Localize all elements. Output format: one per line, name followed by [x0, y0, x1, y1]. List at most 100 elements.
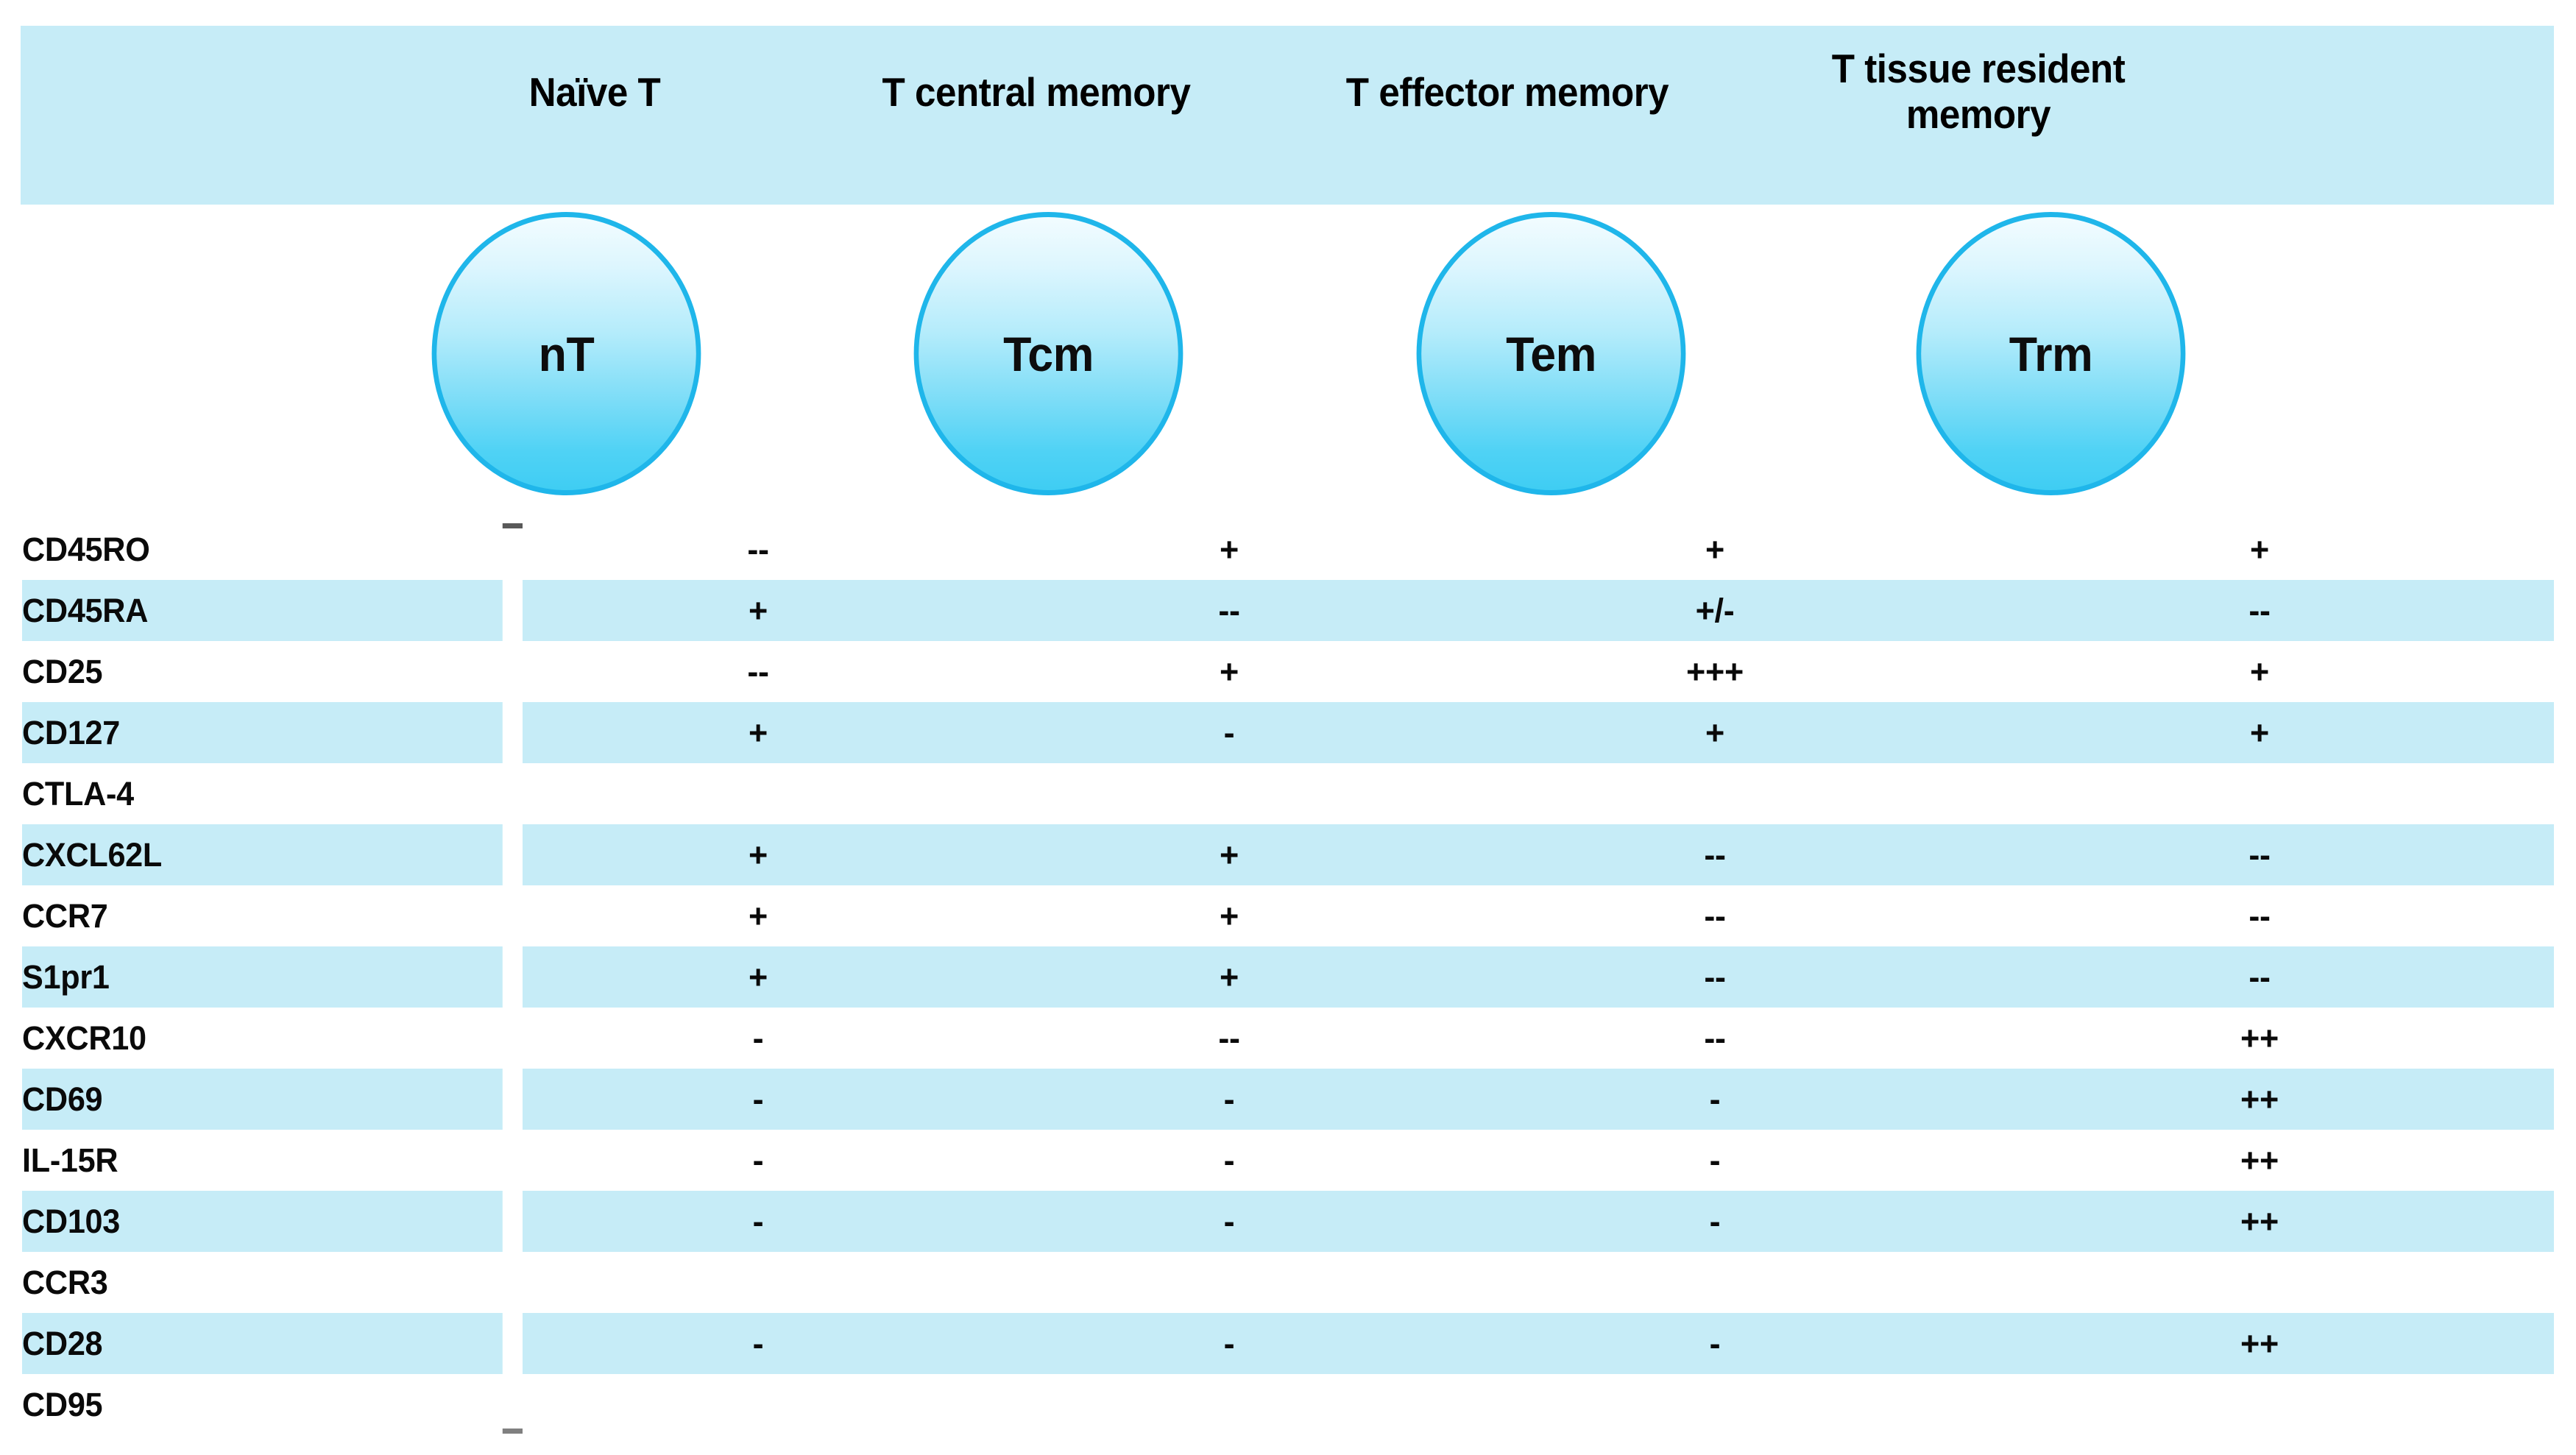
marker-value-cell: - [994, 1313, 1465, 1374]
marker-value-cell: + [523, 824, 994, 885]
marker-name-cell: CCR3 [22, 1252, 503, 1313]
marker-name-cell: IL-15R [22, 1130, 503, 1191]
marker-name-cell: CD127 [22, 702, 503, 763]
marker-value-cell: + [1465, 519, 1965, 580]
marker-value-cell: - [523, 1069, 994, 1130]
marker-value-cell [523, 763, 994, 824]
marker-value-cell: ++ [1965, 1069, 2554, 1130]
marker-value-cell: - [994, 1191, 1465, 1252]
table-row: CD28---++ [22, 1313, 2554, 1374]
marker-name-cell: CD28 [22, 1313, 503, 1374]
marker-value-cell: - [1465, 1313, 1965, 1374]
marker-value-cell [1965, 763, 2554, 824]
column-header-t-tissue-resident-memory: T tissue resident memory [1831, 46, 2126, 137]
marker-name-cell: CD45RA [22, 580, 503, 641]
marker-name-cell: CXCL62L [22, 824, 503, 885]
marker-value-cell [1465, 763, 1965, 824]
table-row: CCR7++---- [22, 885, 2554, 946]
marker-value-cell [1465, 1252, 1965, 1313]
marker-value-cell [1465, 1374, 1965, 1435]
marker-value-cell: + [523, 580, 994, 641]
marker-name-cell: CCR7 [22, 885, 503, 946]
marker-value-cell [994, 1252, 1465, 1313]
table-row: CCR3 [22, 1252, 2554, 1313]
marker-value-cell: - [994, 702, 1465, 763]
marker-value-cell [994, 763, 1465, 824]
marker-value-cell: - [1465, 1069, 1965, 1130]
table-row: S1pr1++---- [22, 946, 2554, 1008]
marker-value-cell: + [523, 946, 994, 1008]
marker-value-cell: - [523, 1313, 994, 1374]
marker-value-cell: -- [523, 641, 994, 702]
marker-name-cell: CD69 [22, 1069, 503, 1130]
marker-expression-table: CD45RO--+++CD45RA+--+/---CD25--+++++CD12… [22, 519, 2554, 1435]
marker-value-cell: +/- [1465, 580, 1965, 641]
marker-value-cell: + [994, 824, 1465, 885]
column-header-naive-t: Naïve T [528, 69, 661, 115]
marker-value-cell: + [1965, 641, 2554, 702]
marker-name-cell: CD95 [22, 1374, 503, 1435]
marker-name-cell: CD45RO [22, 519, 503, 580]
marker-value-cell: -- [1965, 580, 2554, 641]
column-header-t-central-memory: T central memory [882, 69, 1191, 115]
cell-circle-tcm: Tcm [913, 212, 1183, 495]
marker-value-cell [994, 1374, 1465, 1435]
marker-value-cell: -- [994, 580, 1465, 641]
table-row: CD45RO--+++ [22, 519, 2554, 580]
marker-value-cell: + [1465, 702, 1965, 763]
cell-circle-tem: Tem [1416, 212, 1686, 495]
marker-value-cell: +++ [1465, 641, 1965, 702]
column-header-t-effector-memory: T effector memory [1345, 69, 1669, 115]
cell-type-circles-row: nT Tcm Tem Trm [0, 212, 2576, 506]
table-row: CXCL62L++---- [22, 824, 2554, 885]
marker-name-cell: CTLA-4 [22, 763, 503, 824]
table-row: CTLA-4 [22, 763, 2554, 824]
marker-value-cell [523, 1252, 994, 1313]
marker-value-cell: + [994, 885, 1465, 946]
marker-value-cell [1965, 1374, 2554, 1435]
marker-value-cell: - [523, 1191, 994, 1252]
marker-value-cell: -- [994, 1008, 1465, 1069]
marker-value-cell [1965, 1252, 2554, 1313]
marker-table-body: CD45RO--+++CD45RA+--+/---CD25--+++++CD12… [22, 519, 2554, 1435]
table-row: CD45RA+--+/--- [22, 580, 2554, 641]
marker-value-cell: -- [1965, 824, 2554, 885]
marker-value-cell: -- [1465, 824, 1965, 885]
marker-value-cell: + [1965, 519, 2554, 580]
marker-value-cell: -- [1465, 1008, 1965, 1069]
marker-value-cell: -- [1965, 885, 2554, 946]
marker-value-cell: + [523, 885, 994, 946]
marker-value-cell: - [994, 1130, 1465, 1191]
marker-value-cell: - [523, 1008, 994, 1069]
marker-name-cell: CD103 [22, 1191, 503, 1252]
table-row: CD95 [22, 1374, 2554, 1435]
table-row: CD69---++ [22, 1069, 2554, 1130]
marker-value-cell: ++ [1965, 1008, 2554, 1069]
marker-value-cell: - [1465, 1191, 1965, 1252]
marker-value-cell: - [994, 1069, 1465, 1130]
marker-value-cell: ++ [1965, 1313, 2554, 1374]
header-band: Naïve T T central memory T effector memo… [21, 26, 2554, 205]
marker-value-cell: + [994, 946, 1465, 1008]
marker-value-cell: -- [1465, 946, 1965, 1008]
table-row: CD127+-++ [22, 702, 2554, 763]
marker-value-cell: ++ [1965, 1130, 2554, 1191]
marker-value-cell: + [523, 702, 994, 763]
marker-value-cell: -- [1965, 946, 2554, 1008]
marker-value-cell: -- [523, 519, 994, 580]
marker-name-cell: CXCR10 [22, 1008, 503, 1069]
marker-value-cell [523, 1374, 994, 1435]
table-row: CD103---++ [22, 1191, 2554, 1252]
marker-value-cell: - [1465, 1130, 1965, 1191]
cell-circle-nt: nT [431, 212, 701, 495]
marker-value-cell: -- [1465, 885, 1965, 946]
cell-circle-trm: Trm [1916, 212, 2186, 495]
marker-value-cell: + [1965, 702, 2554, 763]
marker-name-cell: CD25 [22, 641, 503, 702]
marker-value-cell: - [523, 1130, 994, 1191]
marker-value-cell: + [994, 519, 1465, 580]
marker-name-cell: S1pr1 [22, 946, 503, 1008]
table-row: CXCR10-----++ [22, 1008, 2554, 1069]
table-row: IL-15R---++ [22, 1130, 2554, 1191]
marker-value-cell: ++ [1965, 1191, 2554, 1252]
